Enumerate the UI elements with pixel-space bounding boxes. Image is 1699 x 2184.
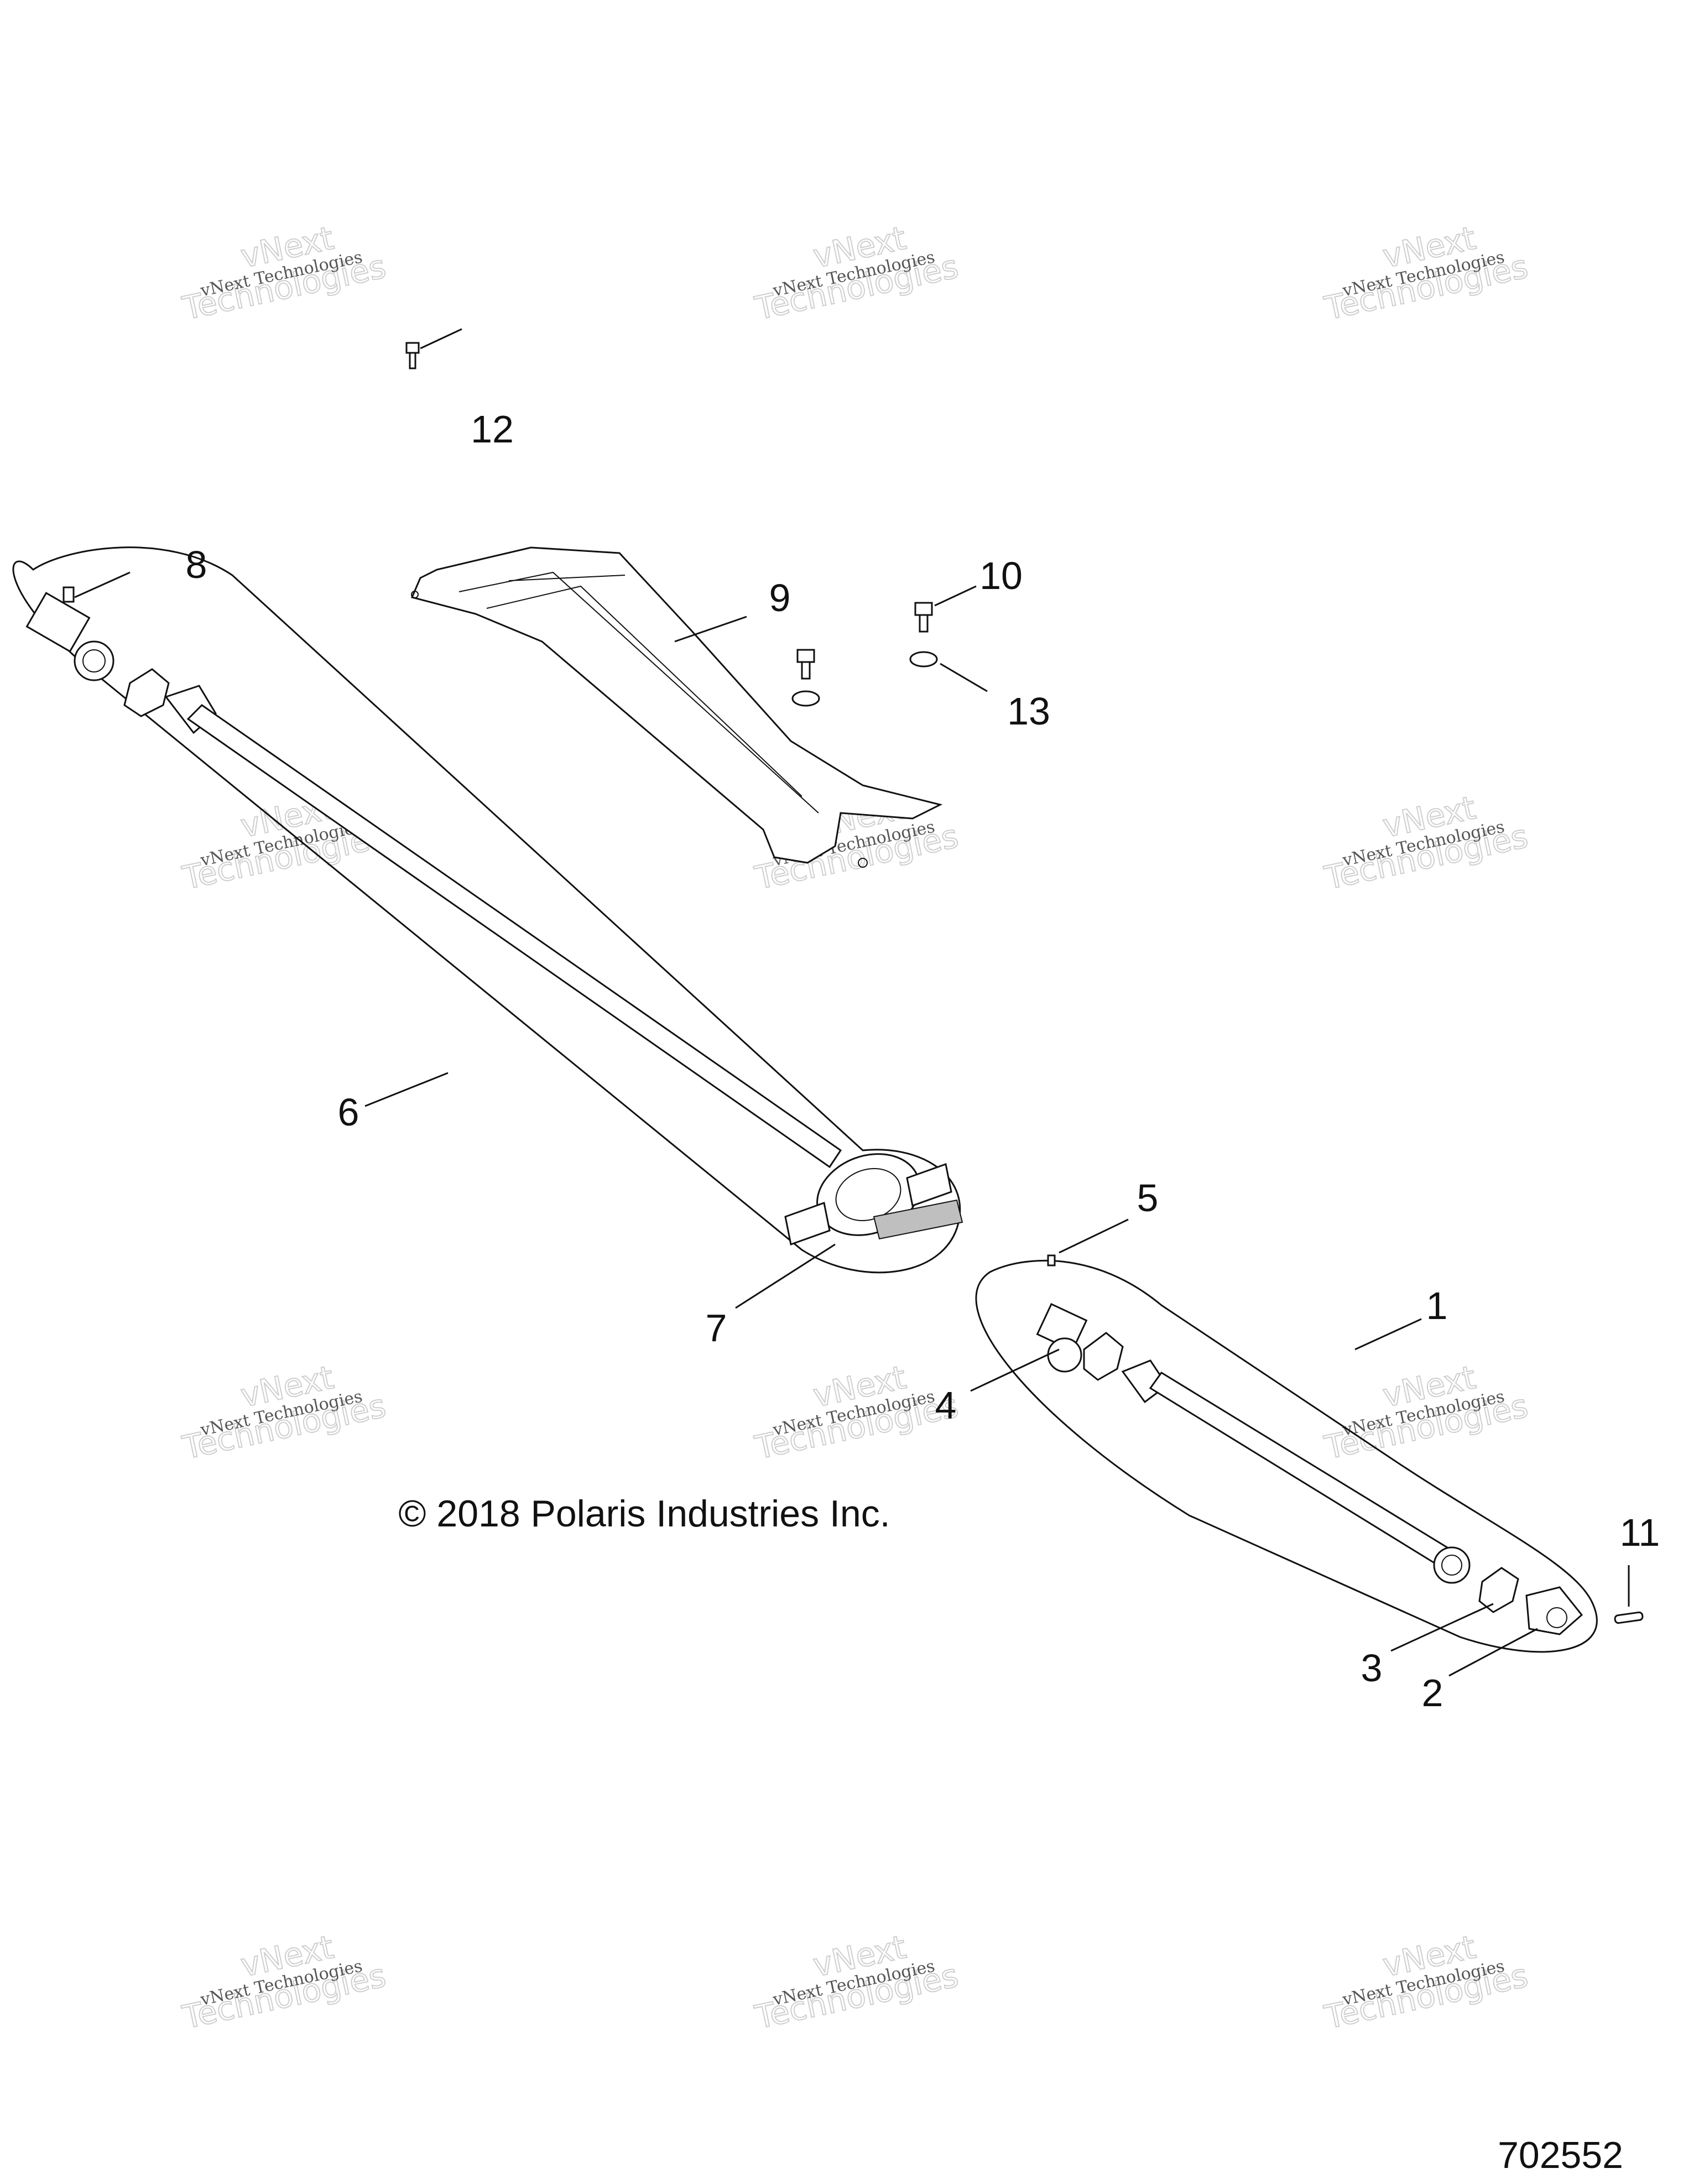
callout-6: 6 — [338, 1091, 359, 1134]
rear-driveshaft-assembly — [12, 546, 963, 1274]
assembly-outline-6 — [12, 546, 961, 1274]
document-number: 702552 — [1498, 2134, 1623, 2176]
pin-11 — [1614, 1611, 1644, 1624]
callout-11: 11 — [1620, 1511, 1660, 1554]
slip-yoke-eye — [1047, 1337, 1082, 1373]
end-yoke-2 — [1525, 1586, 1583, 1635]
assembly-outline-1 — [975, 1259, 1598, 1653]
callout-8: 8 — [186, 543, 207, 586]
callout-13: 13 — [1007, 690, 1050, 733]
yoke-eye — [74, 640, 114, 681]
callout-9: 9 — [769, 576, 791, 619]
callout-3: 3 — [1361, 1646, 1383, 1690]
u-joint-cross — [123, 668, 170, 717]
u-joint-4 — [1083, 1332, 1124, 1381]
end-yoke — [25, 592, 91, 653]
bolt-12 — [405, 342, 420, 369]
u-joint-3 — [1478, 1567, 1519, 1613]
bolt-9-mount — [796, 649, 815, 680]
leader-lines — [74, 328, 1630, 1677]
driveshaft-tube — [186, 704, 842, 1169]
driveshaft-guard-9 — [410, 546, 943, 868]
rear-yoke-eye — [1433, 1546, 1471, 1584]
callout-2: 2 — [1422, 1671, 1443, 1714]
callout-5: 5 — [1137, 1176, 1159, 1219]
grease-fitting-5 — [1047, 1254, 1056, 1266]
callout-7: 7 — [706, 1306, 727, 1349]
callout-4: 4 — [935, 1384, 957, 1427]
callout-10: 10 — [979, 554, 1023, 597]
washer-9-mount — [791, 690, 820, 707]
callout-12: 12 — [471, 408, 514, 451]
front-driveshaft-assembly — [975, 1254, 1598, 1653]
washer-13 — [909, 651, 938, 668]
callout-1: 1 — [1426, 1284, 1448, 1327]
end-yoke-2-eye — [1546, 1607, 1567, 1628]
rear-yoke-eye-inner — [1441, 1555, 1462, 1576]
bolt-10 — [914, 602, 933, 633]
grease-fitting-8 — [62, 586, 75, 603]
copyright-notice: © 2018 Polaris Industries Inc. — [398, 1493, 890, 1535]
carrier-bearing-7 — [784, 1153, 963, 1245]
yoke-eye-inner — [82, 649, 106, 673]
